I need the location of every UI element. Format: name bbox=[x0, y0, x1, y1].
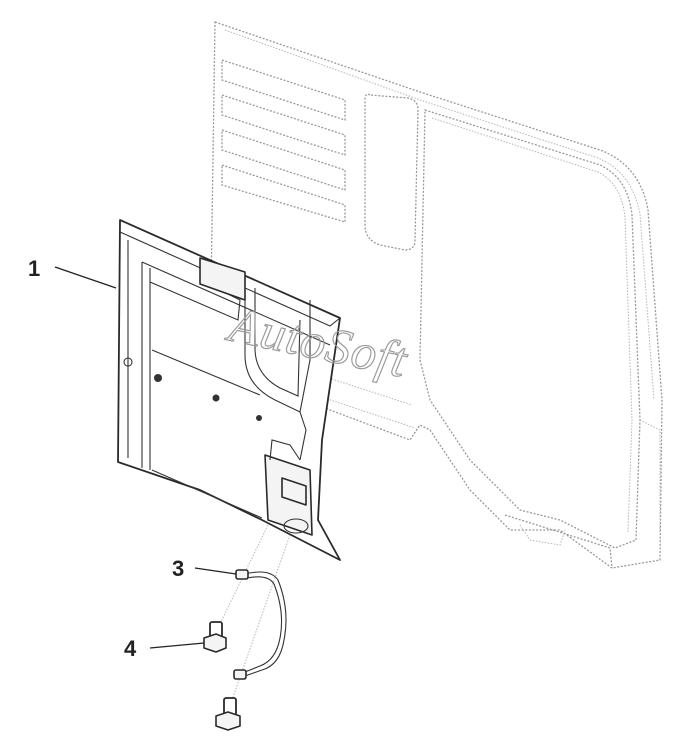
bolt-lower bbox=[215, 697, 241, 731]
leader-4 bbox=[149, 642, 205, 649]
callout-4: 4 bbox=[124, 636, 137, 661]
part-3-cable bbox=[233, 569, 287, 680]
part-4-bolt bbox=[203, 621, 227, 653]
leader-3 bbox=[194, 567, 237, 575]
leader-1 bbox=[54, 266, 117, 289]
explode-centerlines bbox=[217, 524, 291, 701]
cab-side-panel bbox=[209, 21, 663, 569]
part-1-inner-trim-panel bbox=[117, 219, 341, 561]
callout-3: 3 bbox=[172, 556, 184, 581]
callout-1: 1 bbox=[28, 256, 40, 281]
